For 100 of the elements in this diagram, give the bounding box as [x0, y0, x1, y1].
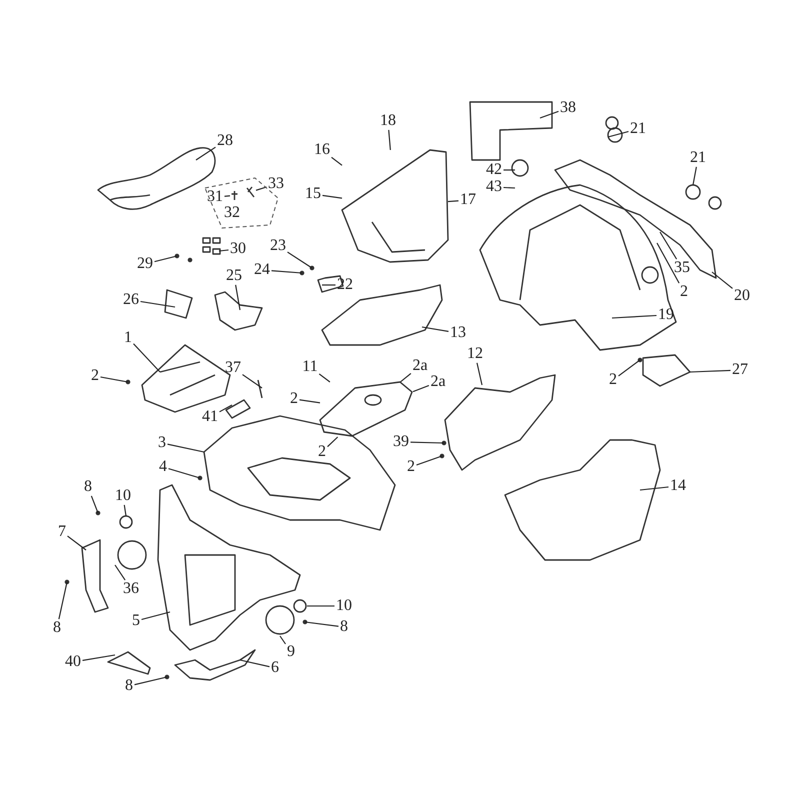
leader-line — [660, 232, 678, 260]
leader-line — [331, 156, 342, 166]
callout-number: 20 — [734, 288, 750, 304]
callout-number: 40 — [65, 654, 81, 670]
callout-number: 8 — [53, 620, 61, 636]
leader-line — [141, 611, 170, 620]
callout-number: 2 — [91, 368, 99, 384]
callout-number: 18 — [380, 113, 396, 129]
leader-line — [124, 504, 127, 516]
leader-line — [327, 436, 338, 448]
leader-line — [618, 360, 640, 376]
leader-line — [388, 130, 391, 150]
callout-number: 25 — [226, 268, 242, 284]
callout-number: 1 — [124, 330, 132, 346]
leader-line — [400, 372, 412, 382]
callout-number: 5 — [132, 613, 140, 629]
callout-number: 8 — [125, 678, 133, 694]
leader-line — [640, 486, 669, 491]
leader-line — [224, 195, 230, 197]
callout-number: 31 — [207, 189, 223, 205]
callout-number: 36 — [123, 581, 139, 597]
callout-number: 35 — [674, 260, 690, 276]
callout-number: 30 — [230, 241, 246, 257]
callout-number: 2 — [407, 459, 415, 475]
bolt-part-drawing — [230, 190, 239, 201]
callout-number: 7 — [58, 524, 66, 540]
callout-number: 21 — [630, 121, 646, 137]
leader-line — [608, 130, 629, 138]
side-cover-drawing — [320, 382, 413, 437]
leader-line — [712, 272, 733, 289]
leader-line — [410, 442, 444, 444]
callout-number: 16 — [314, 142, 330, 158]
callout-number: 10 — [115, 488, 131, 504]
leader-line — [82, 654, 116, 661]
leader-line — [90, 496, 99, 514]
callout-number: 3 — [158, 435, 166, 451]
callout-number: 33 — [268, 176, 284, 192]
leader-line — [154, 255, 178, 262]
callout-number: 24 — [254, 262, 270, 278]
leader-line — [307, 605, 334, 607]
leader-line — [540, 110, 559, 119]
leader-line — [196, 146, 216, 160]
leader-line — [134, 676, 168, 686]
callout-number: 21 — [690, 150, 706, 166]
leader-line — [140, 300, 176, 308]
callout-number: 2 — [609, 372, 617, 388]
leader-line — [476, 362, 483, 386]
callout-number: 12 — [467, 346, 483, 362]
callout-number: 11 — [302, 359, 318, 375]
leader-line — [412, 384, 430, 392]
callout-number: 19 — [658, 307, 674, 323]
leader-line — [318, 373, 330, 382]
callout-number: 23 — [270, 238, 286, 254]
callout-number: 32 — [224, 205, 240, 221]
clip-part-drawing — [245, 186, 256, 198]
leader-line — [100, 376, 128, 383]
leader-line — [58, 582, 68, 620]
footwell-panel-drawing — [342, 150, 448, 262]
leader-line — [503, 186, 516, 189]
leader-line — [242, 374, 262, 388]
callout-number: 15 — [305, 186, 321, 202]
callout-number: 22 — [337, 277, 353, 293]
leader-line — [299, 399, 320, 404]
leader-line — [322, 284, 336, 286]
leader-line — [656, 242, 680, 284]
callout-number: 27 — [732, 362, 748, 378]
callout-number: 2 — [680, 284, 688, 300]
leader-line — [271, 270, 302, 274]
callout-number: 8 — [84, 479, 92, 495]
callout-number: 10 — [336, 598, 352, 614]
callout-number: 17 — [460, 192, 476, 208]
callout-number: 39 — [393, 434, 409, 450]
leader-line — [219, 404, 232, 412]
callout-number: 14 — [670, 478, 686, 494]
leader-line — [692, 166, 697, 186]
callout-number: 38 — [560, 100, 576, 116]
callout-number: 29 — [137, 256, 153, 272]
leader-line — [218, 249, 229, 252]
leader-line — [304, 621, 339, 627]
callout-number: 37 — [225, 360, 241, 376]
callout-number: 13 — [450, 325, 466, 341]
callout-number: 2 — [290, 391, 298, 407]
leader-line — [256, 186, 267, 191]
leader-line — [448, 200, 459, 202]
callout-number: 8 — [340, 619, 348, 635]
leader-line — [504, 169, 515, 171]
leader-line — [114, 564, 126, 580]
leader-line — [67, 536, 86, 550]
leader-line — [690, 370, 731, 373]
callout-number: 6 — [271, 660, 279, 676]
leader-line — [235, 284, 241, 310]
leader-line — [322, 194, 342, 199]
leader-line — [167, 444, 204, 453]
callout-number: 43 — [486, 179, 502, 195]
callout-number: 26 — [123, 292, 139, 308]
callout-number: 4 — [159, 459, 167, 475]
leader-line — [422, 326, 449, 332]
leader-line — [133, 343, 160, 372]
leader-line — [287, 252, 312, 268]
leader-line — [280, 636, 286, 644]
